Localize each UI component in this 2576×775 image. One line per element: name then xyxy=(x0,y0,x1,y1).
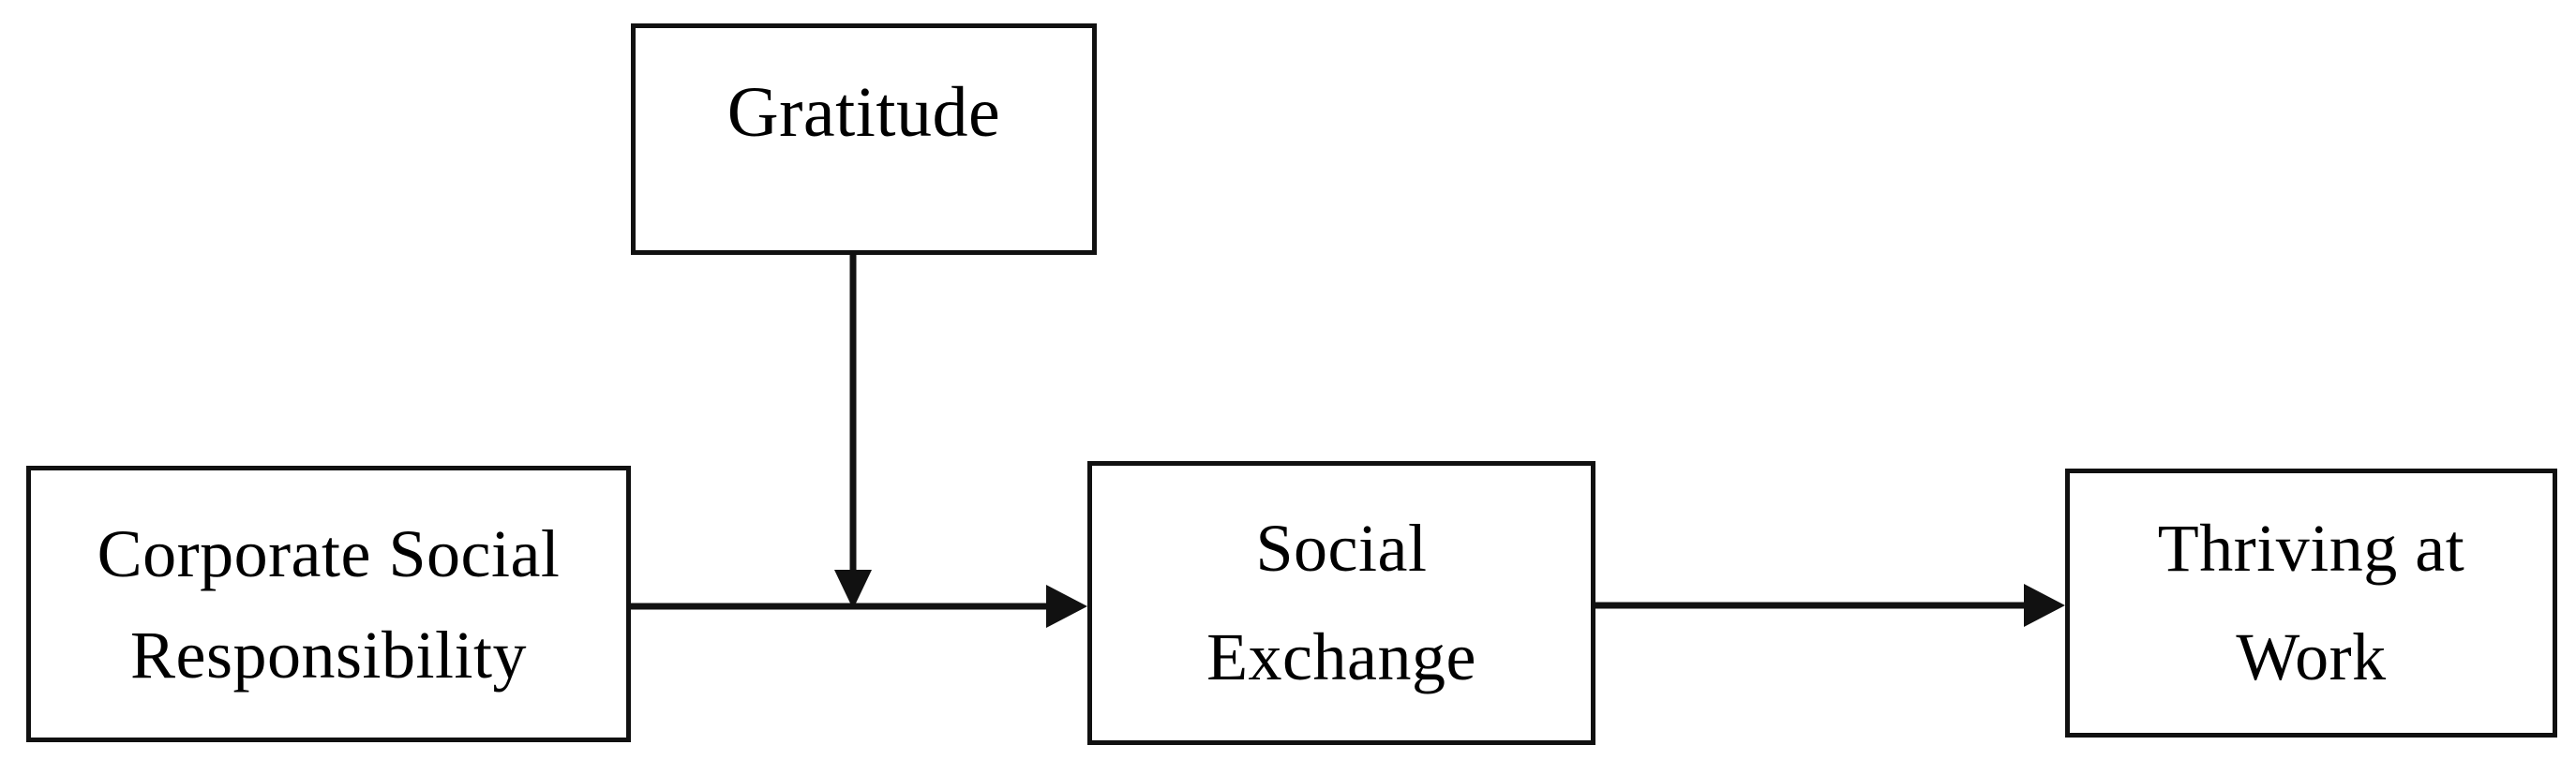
node-gratitude[interactable]: Gratitude xyxy=(631,23,1097,255)
node-gratitude-label-line-1: Gratitude xyxy=(726,73,1001,152)
node-csr-label-line-2: Responsibility xyxy=(129,617,528,693)
node-thriving-at-work[interactable]: Thriving at Work xyxy=(2065,469,2557,738)
connector-csr-to-social-exchange xyxy=(631,585,1087,628)
node-social-exchange[interactable]: Social Exchange xyxy=(1087,461,1595,745)
node-social-exchange-label-line-1: Social xyxy=(1255,511,1428,587)
arrowhead-down-icon xyxy=(834,570,872,609)
node-corporate-social-responsibility[interactable]: Corporate Social Responsibility xyxy=(26,466,631,742)
arrowhead-right-icon xyxy=(1046,585,1087,628)
node-csr-label-line-1: Corporate Social xyxy=(97,515,561,591)
node-thriving-label-line-2: Work xyxy=(2236,619,2387,694)
connector-social-exchange-to-thriving xyxy=(1595,584,2065,627)
arrowhead-right-icon xyxy=(2024,584,2065,627)
node-social-exchange-label-line-2: Exchange xyxy=(1206,619,1476,694)
node-thriving-label-line-1: Thriving at xyxy=(2157,511,2465,587)
connector-gratitude-to-path xyxy=(834,255,872,609)
